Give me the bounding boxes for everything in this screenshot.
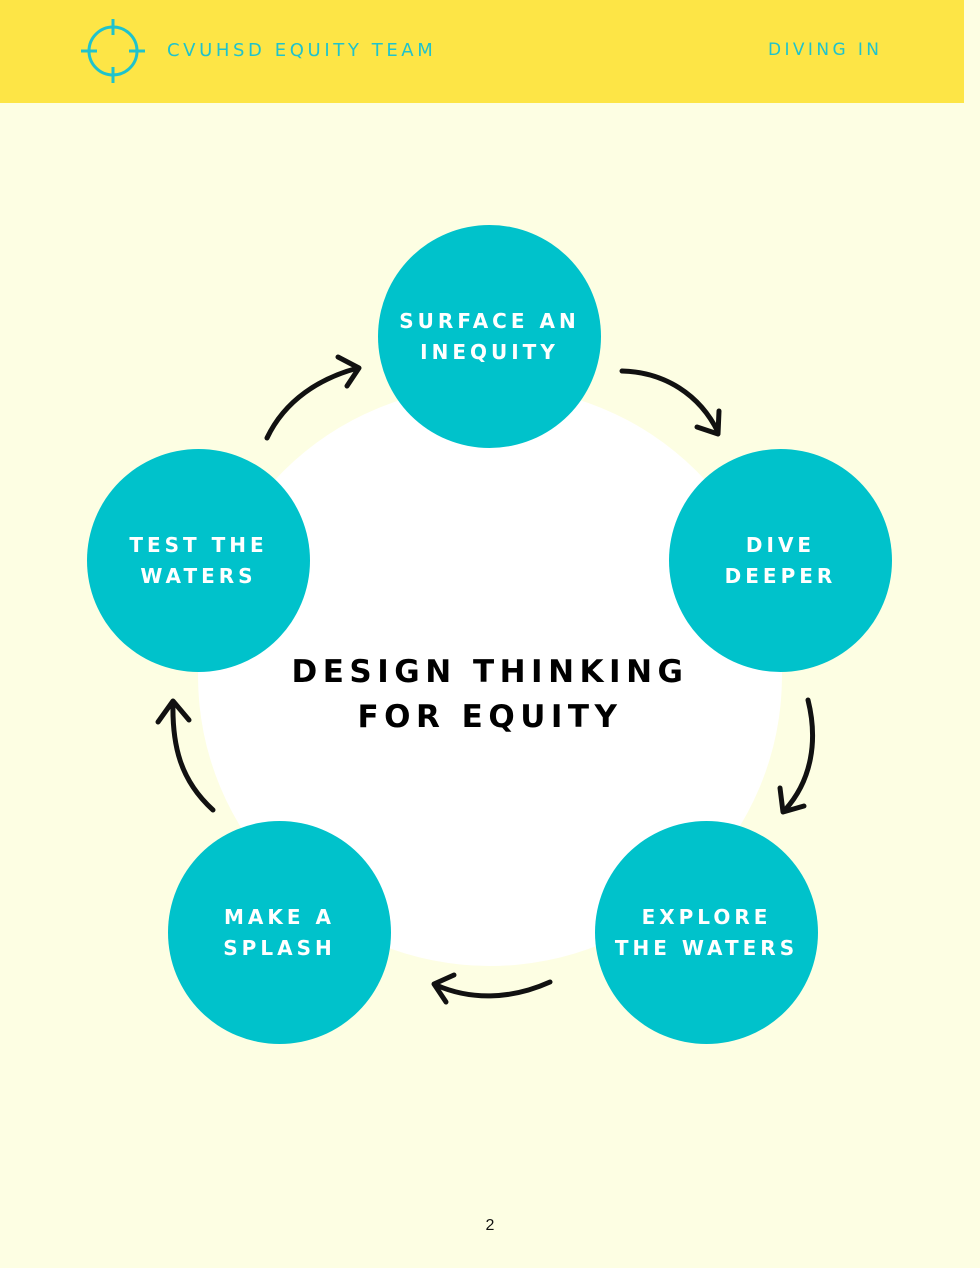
- stage-label-line2: SPLASH: [223, 935, 336, 960]
- section-name: DIVING IN: [768, 40, 883, 60]
- stage-dive-deeper: DIVE DEEPER: [669, 449, 892, 672]
- team-name: CVUHSD EQUITY TEAM: [167, 40, 437, 61]
- stage-label-line1: MAKE A: [224, 904, 335, 929]
- stage-label-line2: THE WATERS: [614, 935, 799, 960]
- curved-arrow-icon: [431, 972, 553, 1005]
- stage-label-line2: DEEPER: [724, 563, 837, 588]
- stage-make-a-splash: MAKE A SPLASH: [168, 821, 391, 1044]
- stage-surface-an-inequity: SURFACE AN INEQUITY: [378, 225, 601, 448]
- stage-label-line1: TEST THE: [129, 532, 268, 557]
- stage-explore-the-waters: EXPLORE THE WATERS: [595, 821, 818, 1044]
- header-bar: CVUHSD EQUITY TEAM DIVING IN: [0, 0, 964, 103]
- stage-label-line1: SURFACE AN: [399, 308, 580, 333]
- diagram-title-line1: DESIGN THINKING: [291, 654, 689, 690]
- stage-label-line1: EXPLORE: [641, 904, 772, 929]
- stage-label-line2: WATERS: [140, 563, 257, 588]
- stage-label-line2: INEQUITY: [420, 339, 559, 364]
- diagram-title: DESIGN THINKING FOR EQUITY: [240, 650, 740, 740]
- stage-label-line1: DIVE: [745, 532, 816, 557]
- stage-test-the-waters: TEST THE WATERS: [87, 449, 310, 672]
- diagram-title-line2: FOR EQUITY: [357, 699, 623, 735]
- page-number: 2: [485, 1217, 495, 1234]
- crosshair-icon: [81, 19, 145, 83]
- curved-arrow-icon: [777, 697, 815, 815]
